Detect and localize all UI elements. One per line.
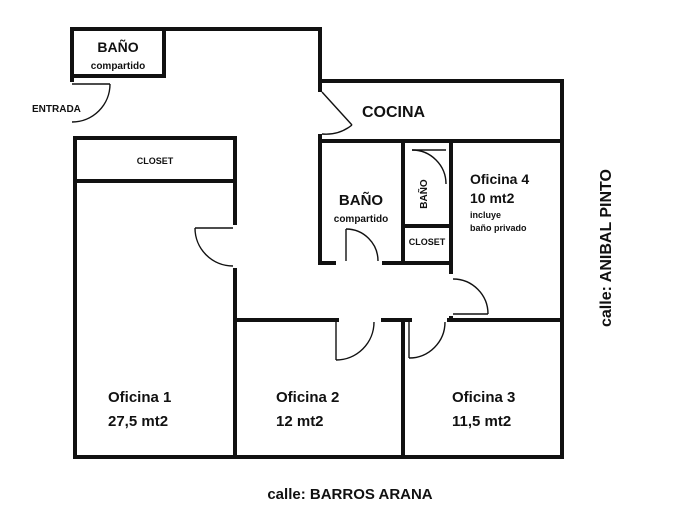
oficina3-name: Oficina 3 bbox=[452, 389, 515, 406]
door-swings bbox=[71, 83, 489, 361]
oficina2-area: 12 mt2 bbox=[276, 413, 324, 430]
bano-top-sub: compartido bbox=[91, 61, 145, 72]
oficina3-door bbox=[408, 321, 446, 359]
oficina2-name: Oficina 2 bbox=[276, 389, 339, 406]
oficina1-door bbox=[194, 227, 234, 267]
oficina4-note1: incluye bbox=[470, 210, 501, 220]
street-bottom: calle: BARROS ARANA bbox=[267, 486, 432, 503]
bano-mid-door bbox=[345, 228, 379, 262]
closet-small-walls bbox=[401, 224, 453, 265]
bano-small-door bbox=[411, 149, 447, 185]
cocina-walls bbox=[318, 79, 564, 143]
closet-small-label: CLOSET bbox=[409, 237, 446, 247]
closet-left-walls bbox=[73, 136, 237, 183]
bano-mid-sub: compartido bbox=[334, 214, 388, 225]
offices-bottom-wall bbox=[233, 318, 564, 459]
entrada-label: ENTRADA bbox=[32, 104, 81, 115]
oficina3-area: 11,5 mt2 bbox=[452, 413, 511, 430]
cocina-door bbox=[321, 91, 353, 135]
oficina4-area: 10 mt2 bbox=[470, 190, 515, 206]
cocina-label: COCINA bbox=[362, 104, 426, 121]
entrada-door bbox=[71, 83, 111, 123]
bano-mid-title: BAÑO bbox=[339, 191, 383, 209]
oficina4-door bbox=[452, 278, 489, 315]
bano-top-title: BAÑO bbox=[97, 38, 138, 55]
oficina1-name: Oficina 1 bbox=[108, 389, 171, 406]
closet-left-label: CLOSET bbox=[137, 156, 174, 166]
oficina1-area: 27,5 mt2 bbox=[108, 413, 168, 430]
oficina2-door bbox=[335, 321, 375, 361]
street-right: calle: ANIBAL PINTO bbox=[598, 169, 615, 327]
oficina4-note2: baño privado bbox=[470, 223, 527, 233]
oficina4-name: Oficina 4 bbox=[470, 171, 529, 187]
bano-small-label: BAÑO bbox=[417, 179, 430, 209]
